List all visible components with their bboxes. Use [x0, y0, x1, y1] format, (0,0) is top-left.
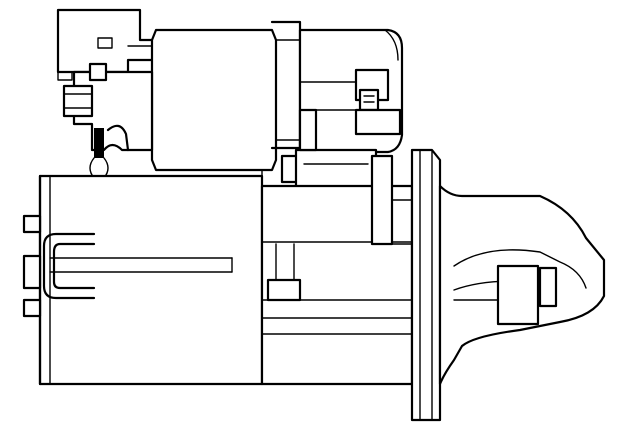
terminal-stud	[62, 62, 154, 179]
mounting-flange	[410, 148, 442, 422]
solenoid-body	[150, 20, 404, 172]
motor-housing	[22, 169, 264, 386]
through-bolt	[42, 232, 96, 300]
pinion-nose	[438, 184, 606, 386]
drive-housing	[260, 154, 421, 386]
